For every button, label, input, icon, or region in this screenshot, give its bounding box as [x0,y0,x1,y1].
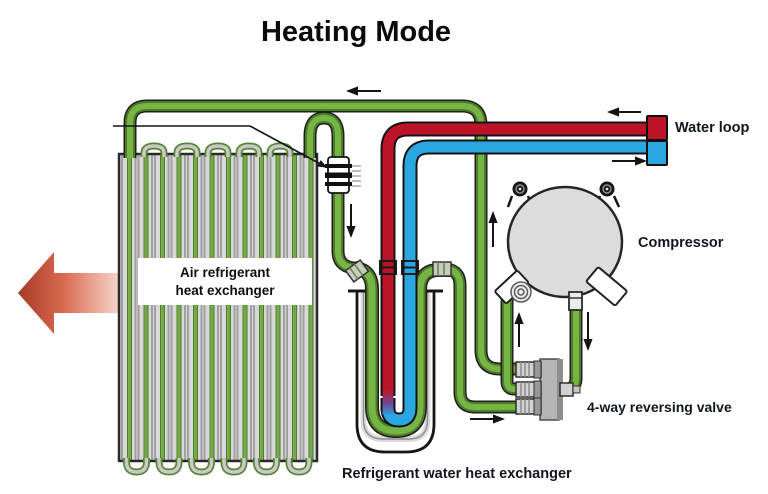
air-refrigerant-hx-label-line1: Air refrigerant [179,264,271,280]
green-pipe-riser [303,111,359,275]
green-pipe-discharge [562,308,583,396]
air-flow-arrow [18,252,121,334]
coil-bottom-loops [123,458,313,476]
compressor-foot-right [585,266,628,307]
compressor-bolt-left-icon [512,181,528,197]
expansion-valve [325,156,361,194]
expansion-valve-leader-line [113,125,328,168]
compressor-label: Compressor [638,235,724,251]
suction-fitting-icon [510,281,532,303]
compressor-bolt-right-icon [599,181,615,197]
reversing-valve-label: 4-way reversing valve [587,399,732,415]
compressor [494,181,628,311]
valve-port-top-left [515,360,542,379]
green-pipe-hx-to-valve [445,262,520,414]
air-refrigerant-hx-label-line2: heat exchanger [175,282,275,298]
pipe-unions [379,260,419,275]
valve-port-middle-left [515,380,542,399]
valve-body [539,358,560,421]
blue-pipe-end-cap [646,140,668,166]
refrigerant-water-hx-label: Refrigerant water heat exchanger [342,466,572,482]
red-pipe-end-cap [646,115,668,141]
four-way-reversing-valve [515,358,581,421]
discharge-fitting [568,291,583,311]
water-loop-pipes [379,115,668,428]
compressor-shell [506,185,624,299]
green-pipe-vessel-u [353,261,451,439]
expansion-valve-fins [352,165,361,187]
green-pipe-coupling-left [344,258,370,284]
valve-port-right [559,382,581,397]
green-pipe-coupling-right [432,261,452,277]
coil-top-arches [140,142,294,157]
valve-port-bottom-left [515,397,542,416]
blue-pipe [382,141,657,426]
air-refrigerant-heat-exchanger-coil [117,142,319,476]
coil-body [117,152,319,463]
green-pipe-main-loop [123,99,520,376]
water-loop-label: Water loop [675,120,750,136]
air-refrigerant-hx-label-box: Air refrigerant heat exchanger [138,258,312,305]
page-title: Heating Mode [260,16,452,48]
red-pipe [382,123,657,396]
